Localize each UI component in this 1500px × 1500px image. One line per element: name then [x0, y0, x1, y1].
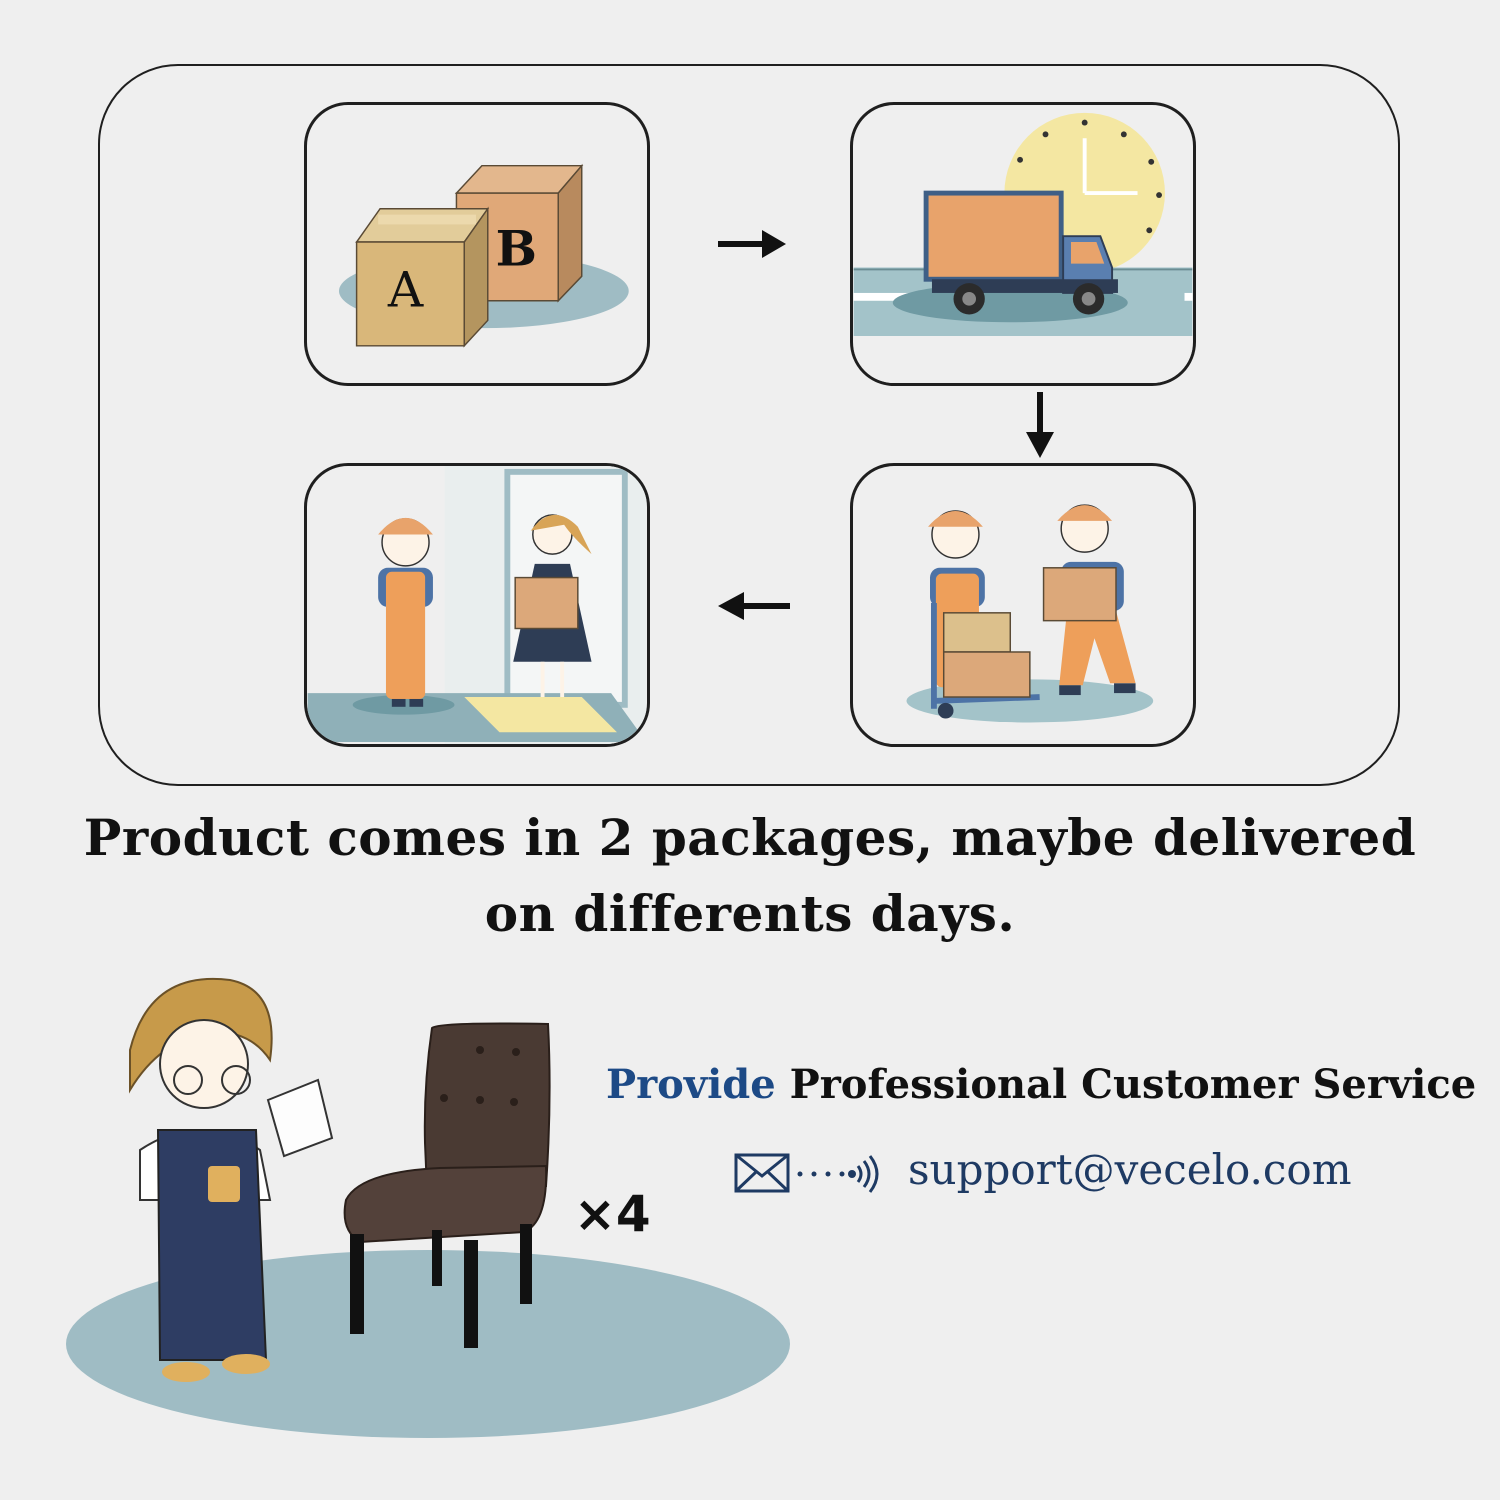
arrow-right-icon: [718, 230, 786, 258]
delivery-caption: Product comes in 2 packages, maybe deliv…: [0, 800, 1500, 952]
truck-illustration: [853, 112, 1193, 383]
quantity-label: ×4: [574, 1185, 651, 1243]
dining-chair: [343, 1022, 551, 1348]
character-chair-illustration: [66, 977, 790, 1438]
arrow-left-icon: [718, 592, 790, 620]
process-frame: [98, 64, 1400, 786]
service-highlight: Provide: [606, 1061, 776, 1108]
panel-packages: B A: [304, 102, 650, 386]
caption-line-1: Product comes in 2 packages, maybe deliv…: [83, 808, 1417, 867]
support-email[interactable]: support@vecelo.com: [908, 1145, 1352, 1194]
panel-truck: [850, 102, 1196, 386]
movers-illustration: [906, 504, 1154, 723]
box-b-label: B: [496, 220, 537, 278]
panel-door-delivery: [304, 463, 650, 747]
door-delivery-illustration: [307, 466, 647, 744]
customer-character: [129, 977, 334, 1382]
packages-illustration: B A: [338, 163, 629, 348]
panel-movers: [850, 463, 1196, 747]
arrow-down-icon: [1026, 392, 1054, 458]
envelope-icon: [734, 1153, 879, 1193]
service-rest: Professional Customer Service: [775, 1061, 1477, 1108]
service-heading: Provide Professional Customer Service: [606, 1058, 1476, 1112]
caption-line-2: on differents days.: [484, 884, 1016, 943]
box-a-label: A: [387, 262, 424, 319]
